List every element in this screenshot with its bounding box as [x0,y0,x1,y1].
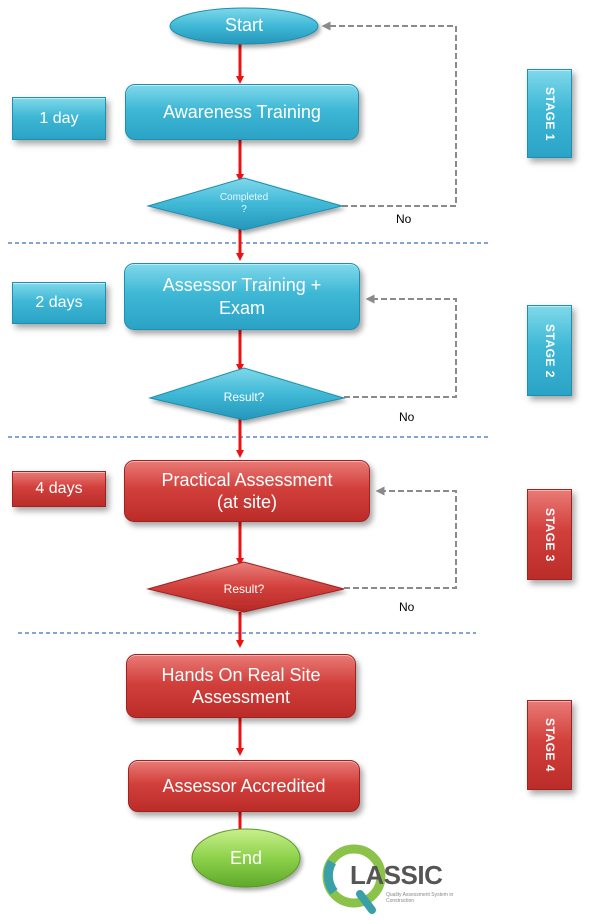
decision-result-1-label: Result? [223,390,265,404]
practical-assessment-label: Practical Assessment (at site) [161,469,333,513]
practical-assessment-box: Practical Assessment (at site) [124,460,370,522]
duration-stage-1-label: 1 day [39,109,79,127]
hands-on-box: Hands On Real Site Assessment [126,654,356,718]
decision-result-1-shape [148,367,346,421]
no-label-stage-2: No [399,410,415,424]
start-shape [169,7,319,45]
stage-4-box: STAGE 4 [527,700,572,790]
stage-3-label: STAGE 3 [542,507,557,562]
lassic-logo: LASSIC Quality Assessment System in Cons… [320,832,470,918]
stage-4-label: STAGE 4 [542,718,557,772]
awareness-training-box: Awareness Training [125,84,359,140]
duration-stage-3: 4 days [12,471,106,507]
stage-2-label: STAGE 2 [542,323,557,378]
decision-result-2-label: Result? [223,582,265,596]
accredited-box: Assessor Accredited [128,760,360,812]
decision-result-2-shape [146,561,345,613]
end-label: End [229,848,263,868]
accredited-label: Assessor Accredited [162,775,326,796]
stage-2-box: STAGE 2 [527,305,572,396]
duration-stage-3-label: 4 days [35,480,83,497]
assessor-training-label: Assessor Training + Exam [162,275,322,318]
stage-1-label: STAGE 1 [542,86,557,141]
stage-3-box: STAGE 3 [527,489,572,580]
duration-stage-1: 1 day [12,97,106,140]
decision-completed-label: Completed ? [219,192,269,215]
stage-1-box: STAGE 1 [527,69,572,158]
duration-stage-2-label: 2 days [35,294,83,311]
duration-stage-2: 2 days [12,282,106,324]
feedback-loop-stage-1 [321,21,457,207]
feedback-loop-stage-3 [344,486,457,589]
decision-completed-shape [146,177,344,231]
feedback-loop-stage-2 [344,294,457,398]
no-label-stage-3: No [399,600,415,614]
lassic-q-icon [322,844,386,914]
start-label: Start [224,15,263,35]
lassic-logo-tagline: Quality Assessment System in Constructio… [386,892,454,904]
lassic-logo-text: LASSIC [350,860,443,890]
end-shape [191,828,301,888]
no-label-stage-1: No [396,212,412,226]
assessor-training-box: Assessor Training + Exam [124,263,360,330]
hands-on-label: Hands On Real Site Assessment [161,664,321,708]
awareness-training-label: Awareness Training [163,101,321,122]
